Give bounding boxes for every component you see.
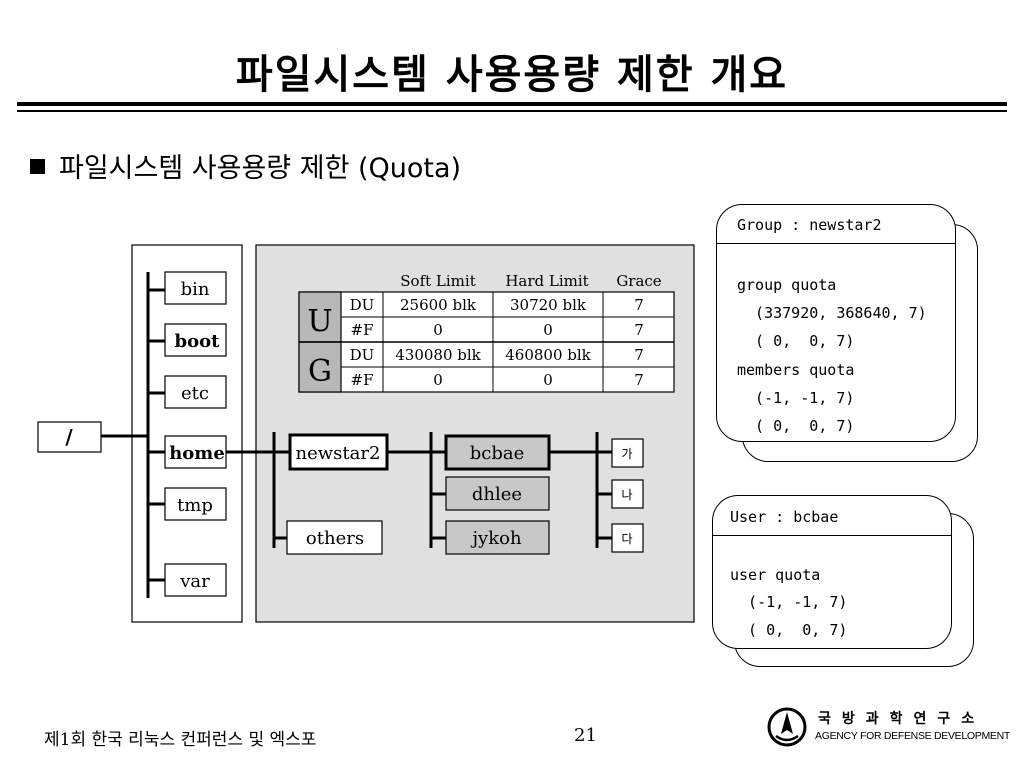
root-box: [37, 421, 102, 453]
table-cell: #F: [351, 371, 374, 389]
agency-logo-icon: [767, 707, 807, 747]
root-label: /: [65, 425, 73, 449]
table-cell: 7: [634, 346, 644, 364]
quota-table: Soft Limit Hard Limit Grace U G DU 25600…: [298, 272, 675, 393]
dir-label: home: [169, 443, 225, 464]
file-label: 나: [621, 488, 632, 502]
dir-jykoh: jykoh: [445, 520, 550, 555]
group-note-header: Group : newstar2: [717, 205, 955, 244]
table-cell: DU: [350, 346, 375, 364]
group-note-line: (-1, -1, 7): [737, 389, 855, 407]
dir-home: home: [148, 435, 227, 469]
title-rule-thin: [17, 110, 1007, 112]
file-na: 나: [611, 479, 644, 509]
dir-label: boot: [175, 331, 221, 352]
table-header-grace: Grace: [616, 272, 661, 290]
dir-bin: bin: [148, 271, 227, 305]
group-note-line: ( 0, 0, 7): [737, 417, 855, 435]
dir-panel: [131, 244, 243, 623]
dir-bcbae: bcbae: [444, 434, 551, 471]
dir-others: others: [286, 520, 383, 555]
user-note-header: User : bcbae: [713, 496, 951, 536]
table-cell: 25600 blk: [400, 296, 477, 314]
bullet-text: 파일시스템 사용용량 제한 (Quota): [59, 153, 462, 184]
table-cell: DU: [350, 296, 375, 314]
table-cell: 0: [433, 321, 443, 339]
user-note-line: ( 0, 0, 7): [730, 621, 848, 639]
org-name-korean: 국방과학연구소: [818, 711, 986, 727]
dir-dhlee: dhlee: [445, 476, 550, 511]
table-label-u: U: [307, 304, 332, 339]
dir-label: jykoh: [470, 528, 521, 549]
dir-etc: etc: [148, 375, 227, 409]
table-cell: 0: [543, 321, 553, 339]
file-label: 다: [621, 532, 632, 546]
dir-label: etc: [181, 383, 209, 404]
dir-boot: boot: [148, 323, 227, 357]
bullet-item: 파일시스템 사용용량 제한 (Quota): [30, 146, 461, 185]
dir-label: others: [306, 528, 364, 549]
table-cell: 460800 blk: [505, 346, 591, 364]
table-cell: 0: [433, 371, 443, 389]
org-name-english: AGENCY FOR DEFENSE DEVELOPMENT: [815, 730, 1011, 742]
table-header-hard: Hard Limit: [505, 272, 588, 290]
table-label-g: G: [308, 354, 332, 389]
dir-var: var: [148, 563, 227, 597]
dir-newstar2: newstar2: [288, 433, 389, 471]
file-da: 다: [611, 523, 644, 553]
user-quota-note: User : bcbae user quota (-1, -1, 7) ( 0,…: [712, 495, 974, 667]
table-cell: 7: [634, 296, 644, 314]
dir-label: newstar2: [296, 443, 381, 464]
user-note-line: (-1, -1, 7): [730, 593, 848, 611]
page-number: 21: [574, 725, 597, 746]
table-label-u-cell: [298, 291, 342, 343]
dir-tmp: tmp: [148, 487, 227, 521]
slide-title: 파일시스템 사용용량 제한 개요: [235, 52, 789, 98]
table-cell: 0: [543, 371, 553, 389]
table-cell: 430080 blk: [395, 346, 481, 364]
file-label: 가: [621, 447, 632, 461]
dir-label: var: [179, 571, 210, 592]
dir-label: dhlee: [472, 484, 522, 505]
dir-label: tmp: [177, 495, 213, 516]
footer-conference: 제1회 한국 리눅스 컨퍼런스 및 엑스포: [44, 730, 317, 750]
file-ga: 가: [611, 438, 644, 468]
group-note-line: ( 0, 0, 7): [737, 332, 855, 350]
user-note-line: user quota: [730, 566, 821, 584]
dir-label: bcbae: [470, 443, 525, 464]
group-note-line: members quota: [737, 361, 855, 379]
group-note-line: (337920, 368640, 7): [737, 304, 927, 322]
table-cell: #F: [351, 321, 374, 339]
title-rule-thick: [17, 102, 1007, 106]
table-cell: 7: [634, 371, 644, 389]
square-bullet-icon: [30, 159, 45, 174]
group-quota-note: Group : newstar2 group quota (337920, 36…: [716, 204, 978, 462]
table-cell: 30720 blk: [510, 296, 587, 314]
dir-label: bin: [181, 279, 210, 300]
table-cell: 7: [634, 321, 644, 339]
group-note-line: group quota: [737, 276, 837, 294]
table-header-soft: Soft Limit: [400, 272, 475, 290]
